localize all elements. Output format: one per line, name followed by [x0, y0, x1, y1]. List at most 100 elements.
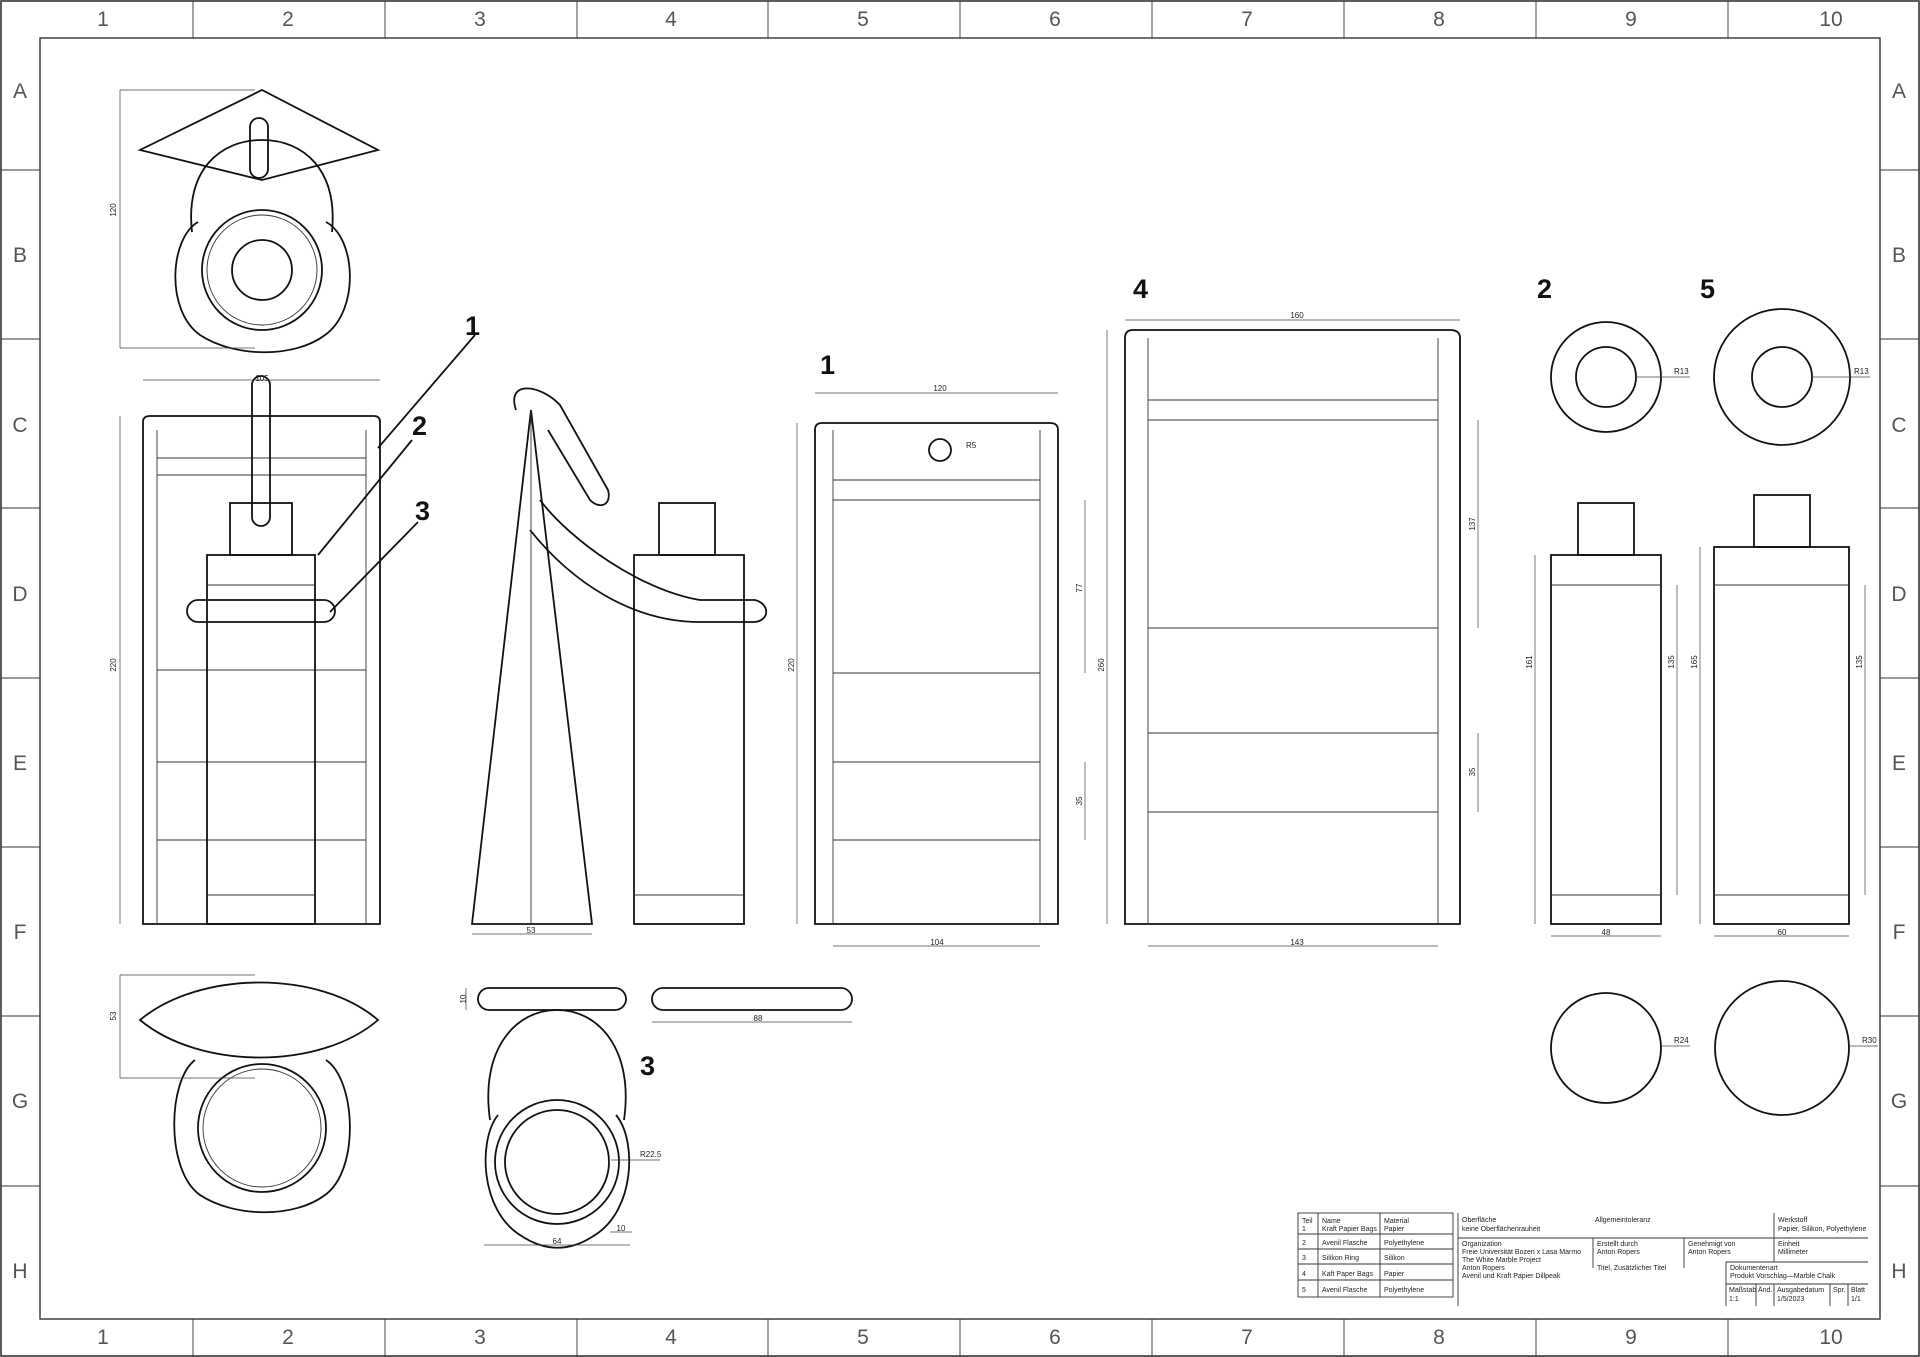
- parts-row-1-material: Papier: [1384, 1226, 1405, 1233]
- callout-1: 1: [465, 311, 480, 341]
- parts-row-5-material: Polyethylene: [1384, 1287, 1424, 1294]
- parts-header-part: Teil: [1302, 1218, 1313, 1225]
- tb-org-line4: Avenil und Kraft Papier Dillpeak: [1462, 1273, 1561, 1280]
- tb-title-label: Titel, Zusätzlicher Titel: [1597, 1265, 1667, 1272]
- tb-workshop-value: Papier, Silikon, Polyethylene: [1778, 1226, 1866, 1233]
- tb-change-label: Änd.: [1758, 1286, 1772, 1294]
- dim-bottle5-width: 60: [1778, 928, 1787, 937]
- grid-row-a-right: A: [1892, 80, 1906, 103]
- tb-date-value: 1/5/2023: [1777, 1296, 1804, 1303]
- tb-doctype-value: Produkt Vorschlag—Marble Chalk: [1730, 1273, 1836, 1280]
- parts-row-2-material: Polyethylene: [1384, 1240, 1424, 1247]
- grid-col-3: 3: [474, 8, 486, 31]
- dim-bag4-seg-a: 137: [1468, 517, 1477, 531]
- tb-unit-value: Millimeter: [1778, 1249, 1809, 1256]
- grid-col-10: 10: [1819, 8, 1842, 31]
- dim-bag1-seg-b: 35: [1075, 796, 1084, 805]
- tb-created-label: Erstellt durch: [1597, 1241, 1638, 1248]
- grid-row-d-right: D: [1891, 583, 1906, 606]
- parts-row-5-part: 5: [1302, 1287, 1306, 1294]
- dim-ring-radius: R22.5: [640, 1150, 662, 1159]
- tb-surface-label: Oberfläche: [1462, 1217, 1496, 1224]
- grid-row-b-right: B: [1892, 244, 1906, 267]
- grid-col-2: 2: [282, 8, 294, 31]
- grid-row-g: G: [12, 1090, 28, 1113]
- tb-scale-value: 1:1: [1729, 1296, 1739, 1303]
- tb-lang-label: Spr.: [1833, 1287, 1846, 1294]
- parts-header-material: Material: [1384, 1218, 1409, 1225]
- grid-col-6-bottom: 6: [1049, 1326, 1061, 1349]
- tb-org-line1: Freie Universität Bozen x Lasa Marmo: [1462, 1249, 1581, 1256]
- dim-bag1-seg-a: 77: [1075, 583, 1084, 592]
- parts-row-1-part: 1: [1302, 1226, 1306, 1233]
- dim-bottle5-height: 165: [1690, 655, 1699, 669]
- grid-col-4: 4: [665, 8, 677, 31]
- parts-row-3-part: 3: [1302, 1255, 1306, 1262]
- dim-ring-gap: 10: [617, 1224, 626, 1233]
- dim-bag4-base: 143: [1290, 938, 1304, 947]
- grid-row-e: E: [13, 752, 27, 775]
- dim-bag1-hole: R5: [966, 441, 977, 450]
- tb-sheet-label: Blatt: [1851, 1287, 1865, 1294]
- part-5-bottle: R13 165 135 60 R30: [1690, 308, 1878, 1116]
- dim-bag1-width: 120: [933, 384, 947, 393]
- callout-2-bottle: 2: [1537, 274, 1552, 304]
- dim-bottle5-base: R30: [1862, 1036, 1877, 1045]
- dim-bottle2-cap: R13: [1674, 367, 1689, 376]
- grid-col-6: 6: [1049, 8, 1061, 31]
- grid-row-g-right: G: [1891, 1090, 1907, 1113]
- grid-row-c-right: C: [1891, 414, 1906, 437]
- parts-row-4-part: 4: [1302, 1271, 1306, 1278]
- dim-bag4-height: 260: [1097, 658, 1106, 672]
- parts-row-3-material: Silikon: [1384, 1255, 1405, 1262]
- grid-col-5: 5: [857, 8, 869, 31]
- ring-parts: 10 88 R22.5 64 10: [459, 987, 853, 1249]
- tb-approved-label: Genehmigt von: [1688, 1241, 1736, 1248]
- part-2-bottle: R13 161 135 48 R24: [1525, 321, 1690, 1104]
- callout-5-bottle: 5: [1700, 274, 1715, 304]
- assembly-front-view: 105 220: [109, 374, 381, 925]
- grid-row-f-right: F: [1893, 921, 1906, 944]
- assembly-side-view: 53: [470, 387, 768, 935]
- callout-2: 2: [412, 411, 427, 441]
- grid-row-h: H: [12, 1260, 27, 1283]
- dim-bag4-seg-b: 35: [1468, 767, 1477, 776]
- grid-col-9: 9: [1625, 8, 1637, 31]
- grid-col-4-bottom: 4: [665, 1326, 677, 1349]
- tb-scale-label: Maßstab: [1729, 1287, 1756, 1294]
- grid-row-e-right: E: [1892, 752, 1906, 775]
- dim-ring-width: 64: [553, 1237, 562, 1246]
- parts-row-3-name: Silikon Ring: [1322, 1255, 1359, 1262]
- tb-date-label: Ausgabedatum: [1777, 1287, 1824, 1294]
- grid-row-d: D: [12, 583, 27, 606]
- tb-approved-value: Anton Ropers: [1688, 1249, 1731, 1256]
- tb-tolerance-label: Allgemeintoleranz: [1595, 1217, 1651, 1224]
- dim-bottle5-cap: R13: [1854, 367, 1869, 376]
- grid-row-f: F: [14, 921, 27, 944]
- grid-col-1: 1: [97, 8, 109, 31]
- parts-row-1-name: Kraft Papier Bags: [1322, 1226, 1377, 1233]
- tb-org-line3: Anton Ropers: [1462, 1265, 1505, 1272]
- tb-org-label: Organization: [1462, 1241, 1502, 1248]
- parts-row-5-name: Avenil Flasche: [1322, 1287, 1368, 1294]
- grid-row-c: C: [12, 414, 27, 437]
- dim-ring-length: 88: [754, 1014, 763, 1023]
- grid-row-a: A: [13, 80, 27, 103]
- callout-3-ring: 3: [640, 1051, 655, 1081]
- tb-workshop-label: Werkstoff: [1778, 1217, 1807, 1224]
- parts-row-4-name: Kaft Paper Bags: [1322, 1271, 1373, 1278]
- tb-org-line2: The White Marble Project: [1462, 1257, 1541, 1264]
- dim-bottom-view-height: 53: [109, 1011, 118, 1020]
- dim-bottle2-label: 135: [1667, 655, 1676, 669]
- callout-4-bag: 4: [1133, 274, 1148, 304]
- parts-row-2-part: 2: [1302, 1240, 1306, 1247]
- dim-bag1-height: 220: [787, 658, 796, 672]
- dim-bag1-base: 104: [930, 938, 944, 947]
- dim-ring-thickness: 10: [459, 994, 468, 1003]
- tb-surface-value: keine Oberflächenrauheit: [1462, 1226, 1540, 1233]
- grid-col-7: 7: [1241, 8, 1253, 31]
- dim-front-width: 105: [255, 374, 269, 383]
